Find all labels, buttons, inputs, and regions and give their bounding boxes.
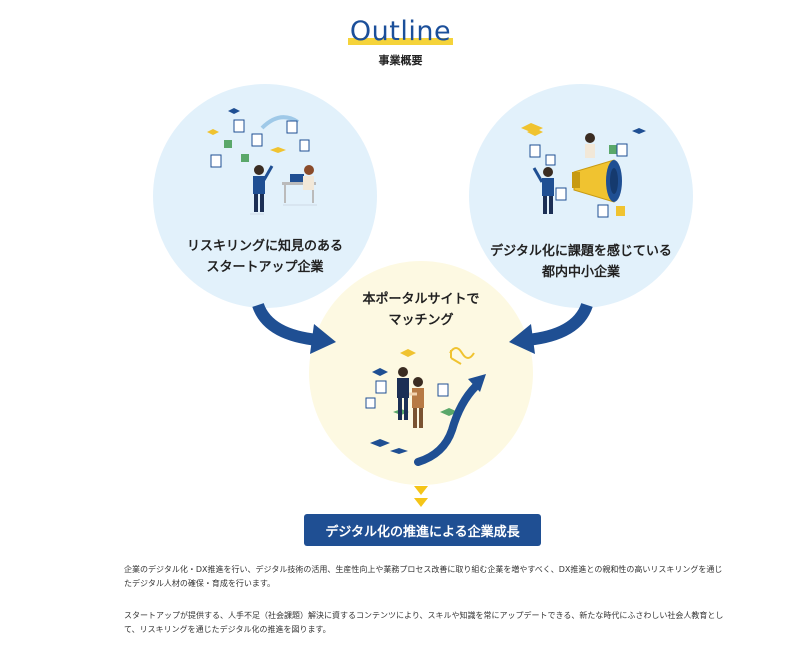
growth-arrow-icon	[414, 382, 480, 466]
startup-circle	[153, 84, 377, 308]
down-arrow-icon	[414, 486, 428, 495]
page-subtitle: 事業概要	[378, 54, 423, 67]
header: Outline 事業概要	[0, 14, 801, 68]
sme-circle	[469, 84, 693, 308]
startup-illustration	[207, 108, 317, 215]
description-paragraph-1: 企業のデジタル化・DX推進を行い、デジタル技術の活用、生産性向上や業務プロセス改…	[124, 565, 723, 588]
matching-illustration	[365, 347, 486, 466]
matching-circle	[309, 261, 533, 485]
page-title: Outline	[347, 14, 454, 50]
startup-label: リスキリングに知見のある スタートアップ企業	[186, 239, 343, 275]
curved-arrow-icon	[526, 302, 593, 346]
sme-illustration	[521, 123, 646, 218]
sme-label: デジタル化に課題を感じている 都内中小企業	[490, 244, 672, 280]
matching-label: 本ポータルサイトで マッチング	[362, 292, 480, 328]
description-paragraph-2: スタートアップが提供する、人手不足（社会課題）解決に資するコンテンツにより、スキ…	[124, 611, 724, 634]
curved-arrow-icon	[252, 302, 319, 346]
result-banner: デジタル化の推進による企業成長	[304, 514, 541, 546]
